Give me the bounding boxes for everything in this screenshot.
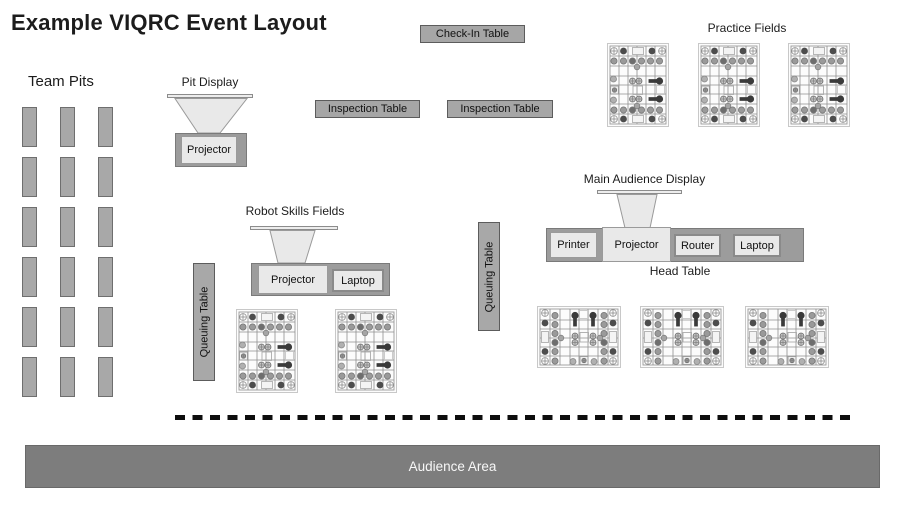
- skills-display-screen: [250, 226, 338, 230]
- pit-table: [98, 207, 113, 247]
- check-in-table: Check-In Table: [420, 25, 525, 43]
- pit-table: [98, 157, 113, 197]
- pit-table: [22, 357, 37, 397]
- queuing-table-left-label: Queuing Table: [198, 286, 210, 358]
- head-table-laptop: Laptop: [733, 234, 781, 257]
- head-table-printer: Printer: [550, 232, 597, 258]
- pit-table: [98, 107, 113, 147]
- competition-field-1: [537, 306, 621, 373]
- queuing-table-right-label: Queuing Table: [483, 241, 495, 312]
- pit-display-table: Projector: [175, 133, 247, 167]
- team-pits-grid: [22, 107, 113, 397]
- head-table-router: Router: [674, 234, 721, 257]
- pit-table: [60, 107, 75, 147]
- field-mat-svg: [640, 306, 724, 368]
- queuing-table-right: Queuing Table: [478, 222, 500, 331]
- skills-table: Projector Laptop: [251, 263, 390, 296]
- field-mat-svg: [745, 306, 829, 368]
- field-mat-svg: [607, 43, 669, 127]
- pit-table: [60, 257, 75, 297]
- practice-field-3: [788, 43, 850, 132]
- pit-table: [60, 357, 75, 397]
- skills-laptop: Laptop: [332, 269, 384, 292]
- inspection-table-1: Inspection Table: [315, 100, 420, 118]
- audience-area: Audience Area: [25, 445, 880, 488]
- head-table: Printer Projector Router Laptop: [546, 227, 804, 262]
- field-mat-svg: [698, 43, 760, 127]
- pit-display-beam: [174, 98, 249, 134]
- pit-table: [22, 207, 37, 247]
- pit-table: [22, 257, 37, 297]
- pit-display-screen: [167, 94, 253, 98]
- head-table-label: Head Table: [649, 264, 711, 278]
- practice-field-1: [607, 43, 669, 132]
- main-audience-display-label: Main Audience Display: [583, 172, 706, 186]
- pit-table: [98, 257, 113, 297]
- pit-table: [22, 157, 37, 197]
- audience-area-label: Audience Area: [408, 459, 497, 474]
- skills-projector: Projector: [258, 265, 328, 294]
- page-title: Example VIQRC Event Layout: [11, 10, 327, 35]
- audience-divider-line: [175, 415, 855, 420]
- main-display-screen: [597, 190, 682, 194]
- field-mat-svg: [788, 43, 850, 127]
- main-display-beam: [616, 194, 658, 229]
- head-table-projector: Projector: [602, 227, 671, 262]
- pit-projector: Projector: [181, 136, 237, 164]
- competition-field-3: [745, 306, 829, 373]
- practice-fields-label: Practice Fields: [707, 21, 787, 35]
- skills-field-2: [335, 309, 397, 398]
- pit-display-label: Pit Display: [181, 75, 239, 89]
- pit-table: [22, 107, 37, 147]
- robot-skills-label: Robot Skills Fields: [245, 204, 345, 218]
- field-mat-svg: [537, 306, 621, 368]
- practice-field-2: [698, 43, 760, 132]
- pit-table: [60, 157, 75, 197]
- field-mat-svg: [236, 309, 298, 393]
- skills-field-1: [236, 309, 298, 398]
- queuing-table-left: Queuing Table: [193, 263, 215, 381]
- competition-field-2: [640, 306, 724, 373]
- pit-table: [60, 307, 75, 347]
- team-pits-label: Team Pits: [28, 73, 94, 90]
- pit-table: [60, 207, 75, 247]
- inspection-table-2: Inspection Table: [447, 100, 553, 118]
- pit-table: [22, 307, 37, 347]
- pit-table: [98, 357, 113, 397]
- pit-table: [98, 307, 113, 347]
- skills-display-beam: [269, 230, 316, 264]
- field-mat-svg: [335, 309, 397, 393]
